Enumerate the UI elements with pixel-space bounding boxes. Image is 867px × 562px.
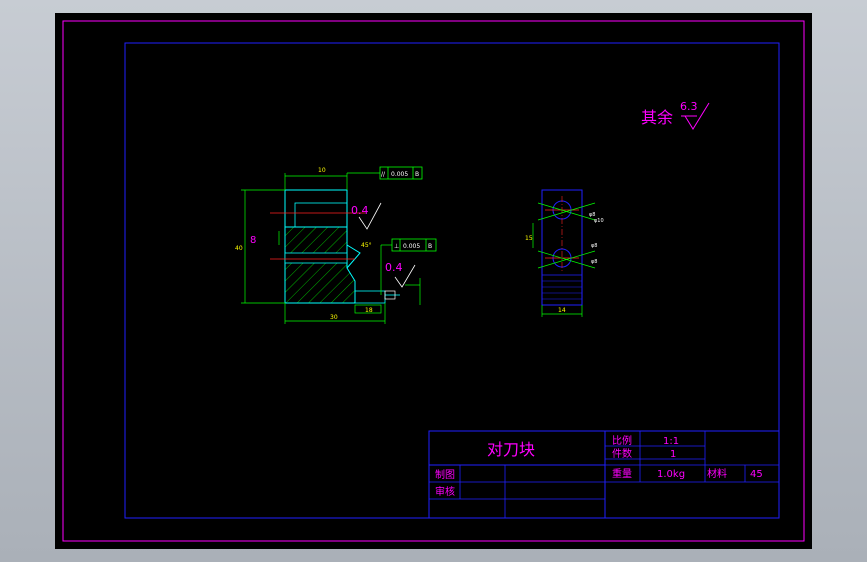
- tol-2-symbol: ⊥: [394, 243, 399, 250]
- material-value: 45: [750, 469, 763, 480]
- scale-label: 比例: [612, 434, 632, 447]
- side-dim-height: 15: [525, 235, 533, 242]
- drawn-label: 制图: [435, 468, 455, 481]
- tol-1-symbol: //: [381, 171, 386, 178]
- tol-1-value: 0.005: [391, 171, 408, 178]
- dim-diameter: 8: [250, 235, 256, 246]
- roughness-note: 其余 6.3: [641, 100, 710, 130]
- tol-2-value: 0.005: [403, 243, 420, 250]
- side-note-4: φ8: [591, 259, 597, 265]
- side-body: [541, 189, 583, 306]
- tol-frame-1: // 0.005 B: [347, 166, 423, 180]
- inner-frame-border: [124, 42, 780, 519]
- front-hatched-section: [284, 226, 356, 304]
- side-note-2: φ10: [594, 218, 604, 224]
- tol-frame-2: ⊥ 0.005 B: [380, 238, 437, 295]
- roughness-2: 0.4: [385, 261, 403, 274]
- scale-value: 1:1: [663, 436, 679, 447]
- title-block: 对刀块 比例 1:1 件数 1 重量 1.0kg 材料 45 制图 审核: [428, 430, 780, 519]
- qty-value: 1: [670, 449, 676, 460]
- side-note-1: φ8: [589, 212, 595, 218]
- angle-label: 45°: [361, 242, 372, 249]
- qty-label: 件数: [612, 447, 632, 460]
- front-view: 10 40 30 18 8 45° 0.4 0.4 // 0.005 B: [235, 166, 437, 324]
- front-upper-body: [284, 189, 348, 228]
- checked-label: 审核: [435, 485, 455, 498]
- weight-value: 1.0kg: [657, 469, 685, 480]
- material-label: 材料: [707, 467, 727, 480]
- roughness-label: 其余: [641, 108, 673, 127]
- roughness-symbol-icon: [684, 102, 710, 130]
- drawing-sheet: 其余 6.3 10 40: [55, 13, 812, 549]
- roughness-1: 0.4: [351, 204, 369, 217]
- dim-bottom: 30: [330, 314, 338, 321]
- dim-small: 18: [365, 307, 373, 314]
- datum-marker: [384, 290, 396, 300]
- side-dim-width: 14: [558, 307, 566, 314]
- cad-drawing-canvas: 其余 6.3 10 40: [62, 20, 805, 542]
- dim-top: 10: [318, 167, 326, 174]
- part-name: 对刀块: [487, 440, 535, 459]
- side-view: φ8 φ10 φ8 φ8 14 15: [525, 189, 604, 317]
- roughness-value: 6.3: [680, 100, 698, 113]
- roughness-1-icon: [358, 202, 382, 230]
- dim-height: 40: [235, 245, 243, 252]
- tol-1-datum: B: [415, 171, 419, 178]
- roughness-2-icon: [394, 264, 416, 288]
- tol-2-datum: B: [428, 243, 432, 250]
- side-note-3: φ8: [591, 243, 597, 249]
- outer-frame-border: [62, 20, 805, 542]
- weight-label: 重量: [612, 467, 632, 480]
